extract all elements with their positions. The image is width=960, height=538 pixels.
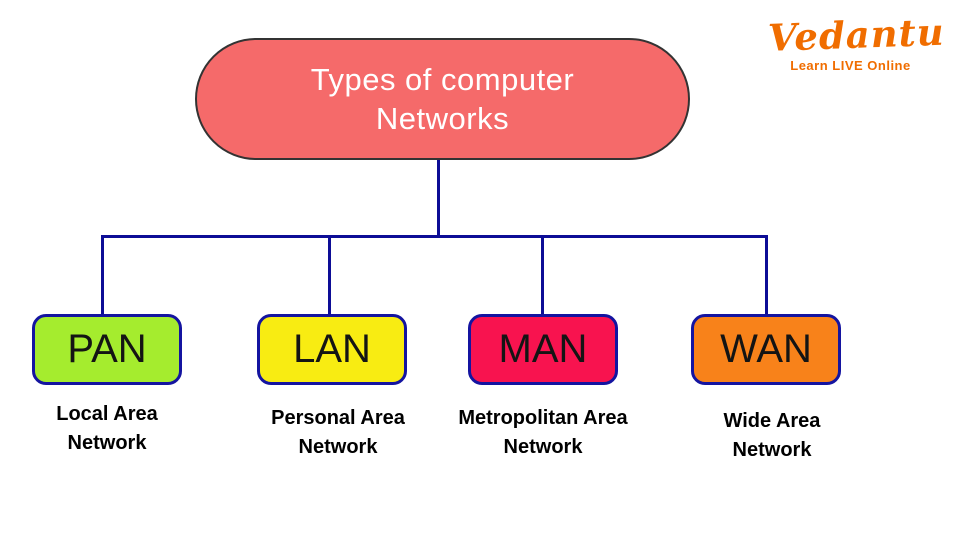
node-box-lan: LAN: [257, 314, 407, 385]
root-node-title-line2: Networks: [375, 101, 510, 136]
node-box-man: MAN: [468, 314, 618, 385]
connector-drop-man: [541, 235, 544, 315]
connector-drop-pan: [101, 235, 104, 315]
node-label-lan: Personal Area Network: [223, 404, 453, 462]
node-label-pan-line1: Local Area: [56, 403, 158, 425]
vedantu-brand-wordmark: Vedantu: [767, 9, 946, 60]
vedantu-tagline: Learn LIVE Online: [790, 58, 911, 73]
node-label-wan-line2: Network: [732, 439, 812, 461]
connector-trunk-vertical: [437, 160, 440, 237]
connector-drop-lan: [328, 235, 331, 315]
root-node-title-line1: Types of computer: [310, 62, 575, 97]
root-node-types-of-computer-networks: Types of computer Networks: [195, 38, 690, 160]
node-label-wan-line1: Wide Area: [723, 410, 821, 432]
vedantu-logo: Vedantu Learn LIVE Online: [767, 9, 946, 73]
node-label-lan-line1: Personal Area: [271, 407, 405, 429]
node-label-man: Metropolitan Area Network: [428, 404, 658, 462]
node-box-pan: PAN: [32, 314, 182, 385]
node-label-man-line2: Network: [503, 436, 583, 458]
connector-horizontal-bus: [101, 235, 768, 238]
node-label-lan-line2: Network: [298, 436, 378, 458]
node-label-pan: Local Area Network: [0, 400, 222, 458]
node-label-wan: Wide Area Network: [657, 407, 887, 465]
node-abbr-pan: PAN: [67, 327, 147, 371]
node-label-man-line1: Metropolitan Area: [458, 407, 628, 429]
node-label-pan-line2: Network: [67, 432, 147, 454]
node-box-wan: WAN: [691, 314, 841, 385]
node-abbr-wan: WAN: [720, 327, 812, 371]
node-abbr-man: MAN: [498, 327, 588, 371]
connector-drop-wan: [765, 235, 768, 315]
node-abbr-lan: LAN: [293, 327, 371, 371]
